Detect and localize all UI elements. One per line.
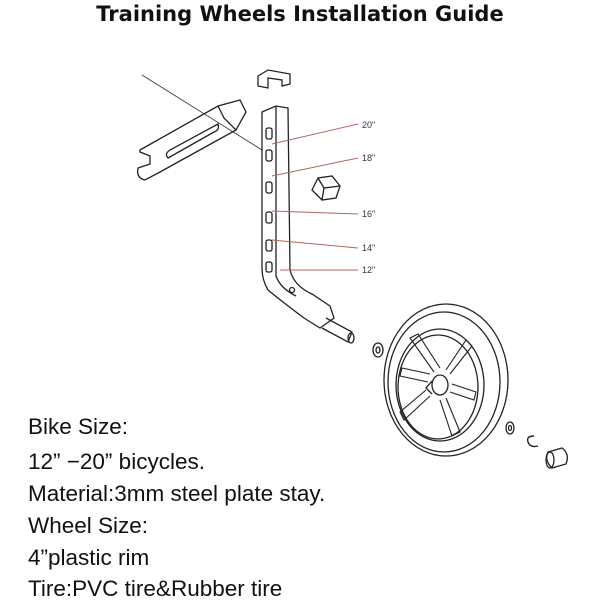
stay-slot-20 — [265, 127, 273, 140]
axle — [321, 317, 355, 344]
size-label-12: 12" — [362, 265, 375, 275]
spec-wheel-size-label: Wheel Size: — [28, 513, 149, 538]
retaining-clip — [526, 435, 539, 448]
stay-slot-bottom — [265, 261, 273, 273]
stay-slot-16 — [265, 181, 273, 194]
wheel — [383, 303, 509, 457]
clip-part — [257, 69, 291, 89]
hex-nut — [311, 175, 341, 201]
size-label-16: 16" — [362, 209, 375, 219]
frame-bracket — [137, 99, 247, 181]
spec-material: Material:3mm steel plate stay. — [28, 481, 326, 506]
stay-arm — [261, 105, 335, 329]
size-label-14: 14" — [362, 243, 375, 253]
leader-line-16 — [271, 210, 359, 215]
spec-bike-size-value: 12” −20” bicycles. — [28, 449, 205, 474]
spec-tire: Tire:PVC tire&Rubber tire — [28, 576, 283, 601]
end-cap — [545, 447, 568, 469]
page-title: Training Wheels Installation Guide — [96, 2, 504, 26]
size-labels: 20" 18" 16" 14" 12" — [362, 120, 375, 275]
stay-slot-18 — [265, 149, 273, 162]
size-leader-lines — [271, 123, 359, 271]
leader-line-14 — [271, 239, 359, 249]
assembly-axis-line — [141, 74, 263, 151]
spec-wheel-size-value: 4”plastic rim — [28, 545, 150, 570]
size-label-18: 18" — [362, 153, 375, 163]
stay-slot-14 — [265, 211, 273, 224]
inner-washer — [372, 342, 384, 358]
leader-line-18 — [271, 157, 359, 177]
wheel-spokes — [399, 333, 477, 437]
outer-washer — [505, 421, 515, 435]
spec-bike-size-label: Bike Size: — [28, 414, 129, 439]
wheel-hub — [431, 374, 449, 396]
leader-line-20 — [271, 123, 359, 145]
size-label-20: 20" — [362, 120, 375, 130]
stay-slot-12 — [265, 239, 273, 252]
